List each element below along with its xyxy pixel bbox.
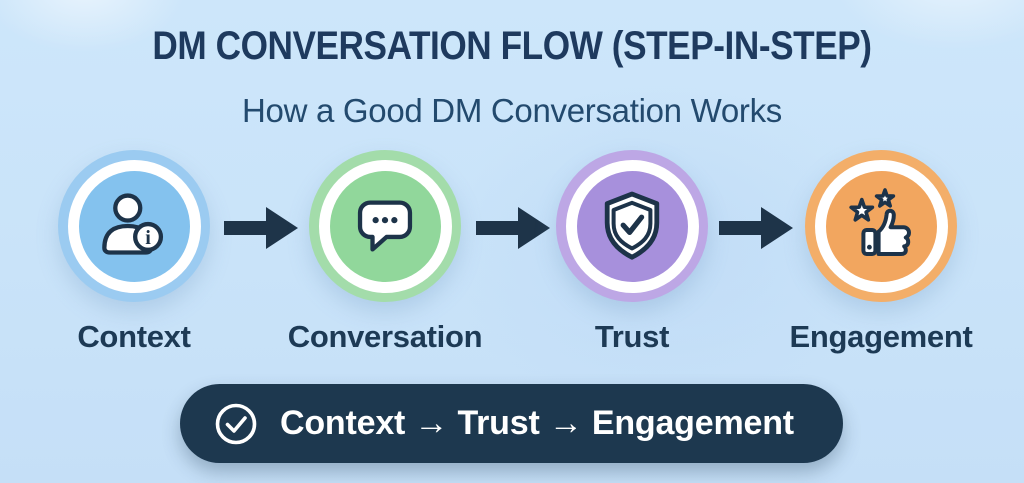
step-conversation: Conversation	[275, 150, 495, 355]
step-engagement: Engagement	[771, 150, 991, 355]
page-title: DM CONVERSATION FLOW (STEP-IN-STEP)	[152, 24, 872, 68]
step-trust: Trust	[522, 150, 742, 355]
circle-inner	[825, 170, 937, 282]
chat-bubble-icon	[357, 200, 413, 252]
check-circle-icon	[215, 403, 257, 444]
circle-white-ring	[318, 159, 452, 293]
shield-check-icon	[604, 191, 660, 260]
stars-thumbs-up-icon	[849, 188, 911, 256]
page-subtitle: How a Good DM Conversation Works	[242, 92, 782, 129]
step-label: Context	[77, 319, 191, 354]
step-circle	[805, 150, 957, 302]
step-circle	[309, 150, 461, 302]
circle-white-ring	[814, 159, 948, 293]
step-label: Conversation	[287, 319, 483, 354]
circle-white-ring: i	[67, 159, 201, 293]
circle-inner	[329, 170, 441, 282]
step-circle: i	[58, 150, 210, 302]
step-label: Engagement	[789, 319, 973, 354]
summary-pill: Context → Trust → Engagement	[180, 384, 843, 463]
step-circle	[556, 150, 708, 302]
arrow-right-icon	[224, 207, 298, 249]
svg-text:i: i	[145, 227, 151, 249]
circle-inner	[576, 170, 688, 282]
circle-inner: i	[78, 170, 190, 282]
circle-white-ring	[565, 159, 699, 293]
summary-text: Context → Trust → Engagement	[280, 404, 794, 442]
step-label: Trust	[594, 319, 670, 354]
arrow-right-icon	[476, 207, 550, 249]
arrow-right-icon	[719, 207, 793, 249]
person-info-icon: i	[102, 193, 164, 255]
step-context: i Context	[24, 150, 244, 355]
